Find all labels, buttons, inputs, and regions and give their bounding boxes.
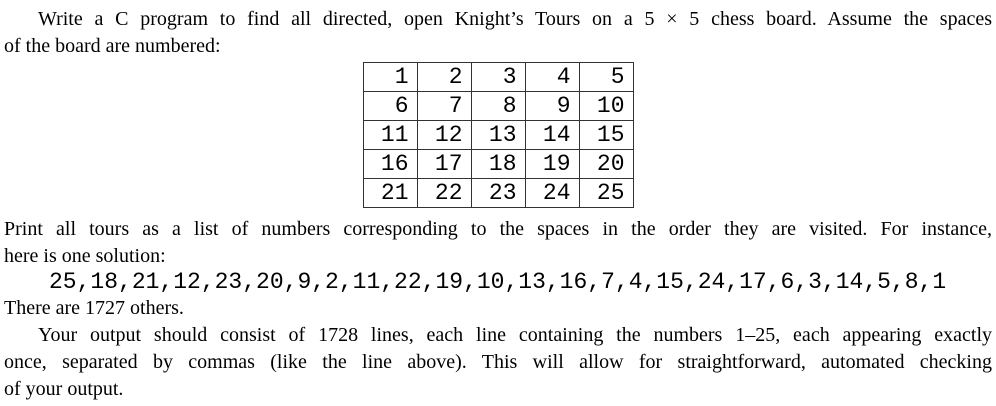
board-row: 21 22 23 24 25 — [362, 178, 634, 208]
others-count-line: There are 1727 others. — [4, 297, 184, 319]
board-cell: 13 — [470, 120, 526, 150]
board-cell: 15 — [578, 120, 634, 150]
board-cell: 25 — [578, 178, 634, 208]
board-cell: 12 — [416, 120, 472, 150]
tours-line-2: here is one solution: — [4, 245, 166, 267]
intro-paragraph: Write a C program to find all directed, … — [4, 6, 992, 60]
board-cell: 19 — [524, 149, 580, 179]
board-cell: 8 — [470, 91, 526, 121]
board-cell: 22 — [416, 178, 472, 208]
board-cell: 21 — [362, 178, 418, 208]
output-line-1: Your output should consist of 1728 lines… — [38, 324, 992, 346]
board-cell: 20 — [578, 149, 634, 179]
board-cell: 5 — [578, 62, 634, 92]
board-cell: 1 — [362, 62, 418, 92]
board-cell: 14 — [524, 120, 580, 150]
chess-board-table: 1 2 3 4 5 6 7 8 9 10 11 12 13 14 15 16 — [362, 62, 634, 208]
board-cell: 10 — [578, 91, 634, 121]
intro-line-2: of the board are numbered: — [4, 35, 221, 57]
output-paragraph: Your output should consist of 1728 lines… — [4, 322, 992, 403]
chess-board-body: 1 2 3 4 5 6 7 8 9 10 11 12 13 14 15 16 — [362, 62, 634, 208]
board-cell: 23 — [470, 178, 526, 208]
tours-line-1: Print all tours as a list of numbers cor… — [4, 218, 992, 240]
board-cell: 24 — [524, 178, 580, 208]
board-cell: 16 — [362, 149, 418, 179]
board-cell: 2 — [416, 62, 472, 92]
board-cell: 4 — [524, 62, 580, 92]
board-cell: 6 — [362, 91, 418, 121]
board-cell: 18 — [470, 149, 526, 179]
output-line-2: once, separated by commas (like the line… — [4, 351, 992, 373]
board-row: 1 2 3 4 5 — [362, 62, 634, 92]
output-line-3: of your output. — [4, 378, 124, 400]
board-cell: 9 — [524, 91, 580, 121]
board-cell: 17 — [416, 149, 472, 179]
intro-line-1: Write a C program to find all directed, … — [38, 8, 992, 30]
board-cell: 7 — [416, 91, 472, 121]
board-row: 6 7 8 9 10 — [362, 91, 634, 121]
board-cell: 3 — [470, 62, 526, 92]
example-solution-line: 25,18,21,12,23,20,9,2,11,22,19,10,13,16,… — [49, 269, 947, 295]
board-cell: 11 — [362, 120, 418, 150]
board-row: 11 12 13 14 15 — [362, 120, 634, 150]
tours-paragraph: Print all tours as a list of numbers cor… — [4, 216, 992, 270]
board-row: 16 17 18 19 20 — [362, 149, 634, 179]
